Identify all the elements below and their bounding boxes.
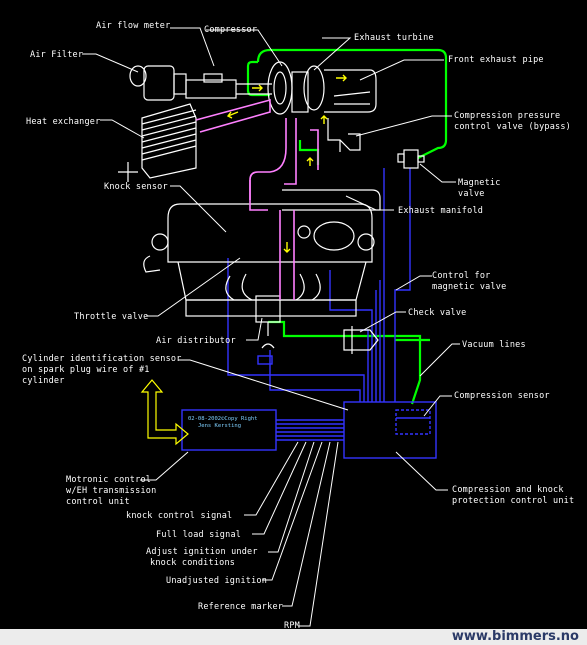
label-air-filter: Air Filter [30,50,83,60]
label-compression-sensor: Compression sensor [454,391,550,401]
copyright-line1: 02-08-2002©Copy Right [188,416,258,422]
intake-pipes [195,98,319,300]
labels: Air flow meter Compressor Exhaust turbin… [22,21,574,631]
site-footer: www.bimmers.no [0,629,587,645]
label-protection-unit-1: Compression and knock [452,485,564,495]
label-bypass-valve-1: Compression pressure [454,111,560,121]
label-heat-exchanger: Heat exchanger [26,117,100,127]
leader-lines [82,27,460,627]
label-motronic-2: w/EH transmission [66,486,156,496]
label-magnetic-valve-1: Magnetic [458,178,501,188]
copyright-line2: Jens Kersting [198,423,241,429]
label-control-magnetic-valve-1: Control for [432,271,491,281]
label-adjust-ignition-2: knock conditions [150,558,235,568]
label-exhaust-turbine: Exhaust turbine [354,33,434,43]
label-compressor: Compressor [204,25,257,35]
site-url[interactable]: www.bimmers.no [451,629,579,644]
label-adjust-ignition-1: Adjust ignition under [146,547,258,557]
label-exhaust-manifold: Exhaust manifold [398,206,483,216]
label-full-load-signal: Full load signal [156,530,241,540]
engine-drawing [118,61,425,354]
label-bypass-valve-2: control valve (bypass) [454,122,571,132]
label-knock-control-signal: knock control signal [126,511,232,521]
label-check-valve: Check valve [408,308,467,318]
label-throttle-valve: Throttle valve [74,312,148,322]
label-air-distributor: Air distributor [156,336,236,346]
label-motronic-3: control unit [66,497,130,507]
airflow-arrows [140,74,347,446]
label-cylinder-id-sensor-2: on spark plug wire of #1 [22,365,150,375]
label-cylinder-id-sensor-1: Cylinder identification sensor [22,354,182,364]
label-front-exhaust-pipe: Front exhaust pipe [448,55,544,65]
label-motronic-1: Motronic control [66,475,151,485]
label-unadjusted-ignition: Unadjusted ignition [166,576,267,586]
label-cylinder-id-sensor-3: cylinder [22,376,65,386]
label-reference-marker: Reference marker [198,602,283,612]
label-magnetic-valve-2: valve [458,189,485,199]
label-vacuum-lines: Vacuum lines [462,340,526,350]
label-knock-sensor: Knock sensor [104,182,168,192]
label-rpm: RPM [284,621,300,631]
label-air-flow-meter: Air flow meter [96,21,170,31]
label-control-magnetic-valve-2: magnetic valve [432,282,506,292]
label-protection-unit-2: protection control unit [452,496,574,506]
